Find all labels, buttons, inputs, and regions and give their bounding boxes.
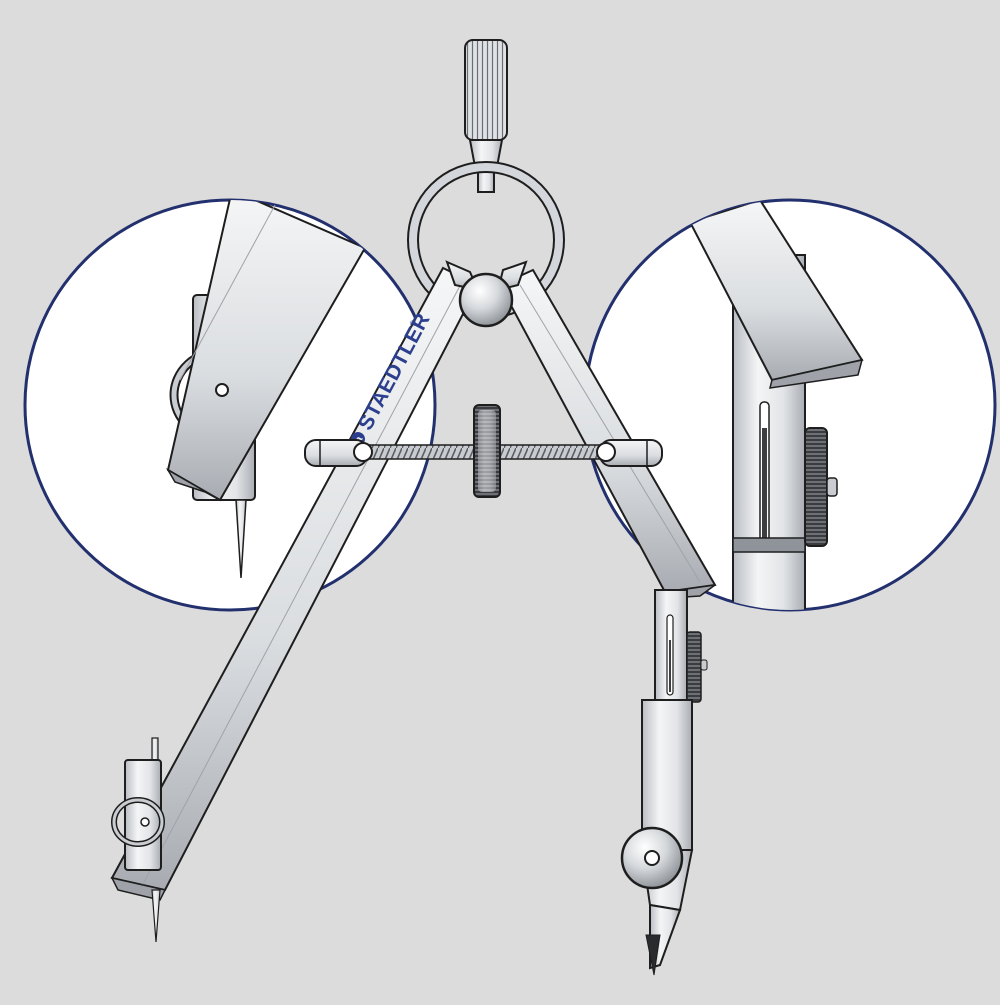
pivot-screw-icon	[215, 383, 229, 397]
needle-tip-icon	[235, 499, 247, 579]
adjustment-spindle	[304, 404, 663, 498]
lead-holder-attachment	[620, 589, 708, 976]
pivot-ball-icon	[458, 272, 514, 328]
lead-holder-detail	[583, 198, 997, 612]
needle-point-detail	[23, 198, 437, 612]
needle-attachment	[110, 737, 167, 943]
brand-registered-mark: ®	[407, 318, 419, 329]
compass: a STAEDTLER ®	[110, 39, 717, 976]
lead-tip-icon	[645, 934, 661, 976]
adjust-knob-icon	[804, 427, 828, 547]
needle-point-icon	[151, 889, 161, 943]
lead-adjust-knob-icon	[686, 631, 702, 703]
